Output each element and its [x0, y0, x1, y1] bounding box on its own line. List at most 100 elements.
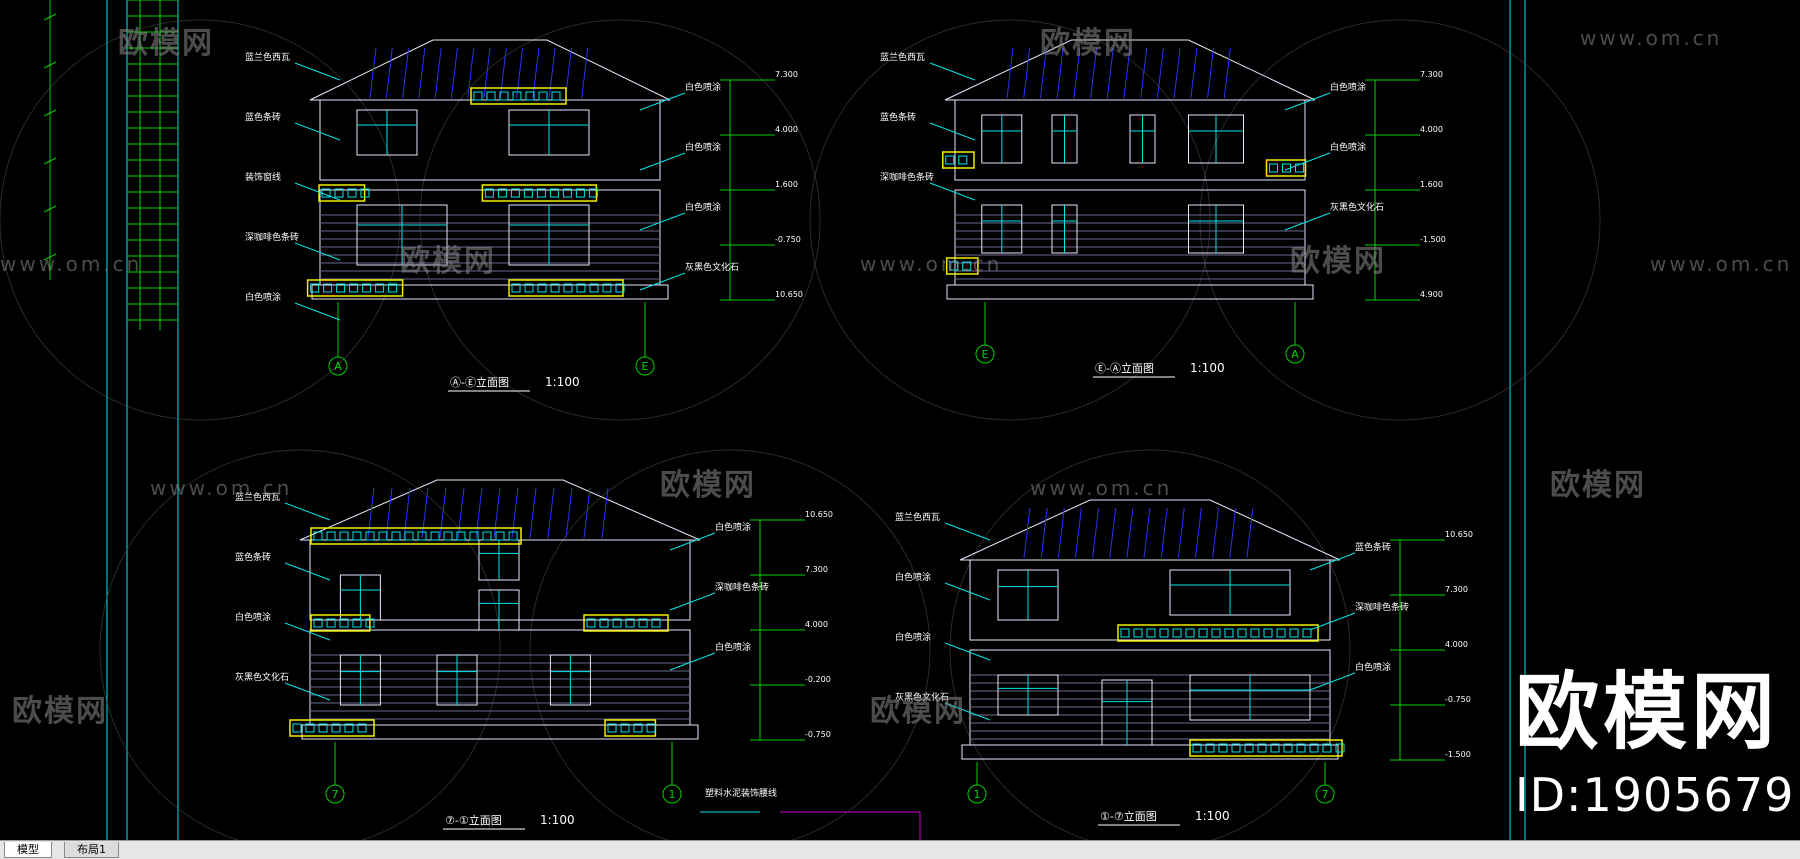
material-annotation: 灰黑色文化石 — [1330, 201, 1384, 213]
balcony-railing — [604, 719, 657, 737]
level-value: 7.300 — [805, 565, 828, 574]
material-annotation: 白色喷涂 — [685, 141, 721, 153]
railing-baluster — [352, 618, 362, 628]
material-annotation: 蓝色条砖 — [245, 111, 281, 123]
railing-baluster — [404, 531, 414, 541]
railing-baluster — [1133, 628, 1143, 638]
material-annotation: 白色喷涂 — [685, 81, 721, 93]
dimension-tick — [43, 205, 57, 213]
railing-baluster — [962, 261, 972, 271]
roof-tile-line — [529, 487, 537, 539]
leader-line — [929, 122, 976, 141]
material-annotation: 白色喷涂 — [895, 631, 931, 643]
railing-baluster — [586, 618, 596, 628]
material-annotation: 蓝兰色西瓦 — [880, 51, 925, 63]
tab-model[interactable]: 模型 — [4, 842, 52, 858]
leader-line — [944, 582, 991, 601]
railing-baluster — [360, 188, 370, 198]
leader-line — [669, 652, 716, 671]
balcony-railing — [942, 151, 975, 169]
railing-baluster — [1296, 743, 1306, 753]
leader-line — [639, 272, 686, 291]
watermark-arc — [809, 19, 1211, 421]
roof-tile-line — [403, 487, 411, 539]
material-annotation: 蓝色条砖 — [1355, 541, 1391, 553]
balcony-railing — [306, 279, 404, 297]
material-annotation: 蓝兰色西瓦 — [235, 491, 280, 503]
railing-baluster — [510, 188, 520, 198]
railing-baluster — [417, 531, 427, 541]
railing-baluster — [625, 618, 635, 628]
roof-tile-line — [385, 47, 393, 99]
roof-tile-line — [1074, 507, 1082, 559]
upper-floor — [954, 99, 1306, 181]
material-annotation: 蓝色条砖 — [235, 551, 271, 563]
roof-tile-line — [1143, 507, 1151, 559]
leader-line — [294, 62, 341, 81]
railing-baluster — [549, 188, 559, 198]
railing-baluster — [550, 283, 560, 293]
roof-tile-line — [581, 47, 589, 99]
railing-baluster — [599, 618, 609, 628]
axis-label: A — [334, 360, 342, 373]
balcony-railing — [1189, 739, 1343, 757]
leader-line — [294, 122, 341, 141]
elevation-house — [959, 499, 1345, 760]
elevation-house — [289, 479, 701, 740]
railing-baluster — [1283, 743, 1293, 753]
material-annotation: 白色喷涂 — [685, 201, 721, 213]
roof-tile-line — [516, 47, 524, 99]
railing-baluster — [1205, 743, 1215, 753]
leader-line — [1309, 552, 1356, 571]
material-annotation: 白色喷涂 — [235, 611, 271, 623]
railing-baluster — [538, 91, 548, 101]
level-value: 4.000 — [1445, 640, 1468, 649]
level-value: 10.650 — [805, 510, 833, 519]
leader-line — [929, 182, 976, 201]
elevation-house — [306, 39, 671, 300]
leader-line — [639, 212, 686, 231]
railing-baluster — [949, 261, 959, 271]
railing-baluster — [323, 283, 333, 293]
level-value: 7.300 — [1445, 585, 1468, 594]
material-annotation: 白色喷涂 — [1355, 661, 1391, 673]
level-value: -0.750 — [805, 730, 831, 739]
roof-tile-line — [367, 487, 375, 539]
railing-baluster — [1257, 743, 1267, 753]
railing-baluster — [508, 531, 518, 541]
axis-bubble — [975, 344, 995, 364]
railing-baluster — [482, 531, 492, 541]
axis-label: 7 — [332, 788, 339, 801]
material-annotation: 灰黑色文化石 — [895, 691, 949, 703]
railing-baluster — [443, 531, 453, 541]
railing-baluster — [1198, 628, 1208, 638]
railing-baluster — [473, 91, 483, 101]
material-annotation: 蓝色条砖 — [880, 111, 916, 123]
railing-baluster — [326, 531, 336, 541]
balcony-railing — [481, 184, 598, 202]
roof-tile-line — [547, 487, 555, 539]
tab-layout1[interactable]: 布局1 — [64, 842, 119, 858]
railing-baluster — [633, 723, 643, 733]
elevation-house — [942, 39, 1316, 300]
railing-baluster — [362, 283, 372, 293]
roof-tile-line — [493, 487, 501, 539]
railing-baluster — [1218, 743, 1228, 753]
roof-tile-line — [1156, 47, 1164, 99]
railing-baluster — [1237, 628, 1247, 638]
railing-baluster — [651, 618, 661, 628]
railing-baluster — [1146, 628, 1156, 638]
roof-tile-line — [483, 47, 491, 99]
railing-baluster — [1263, 628, 1273, 638]
dimension-tick — [43, 157, 57, 165]
balcony-railing — [1265, 159, 1307, 177]
axis-bubble — [662, 784, 682, 804]
elevation-scale: 1:100 — [1190, 361, 1225, 375]
elevation-title: ⑦-①立面图 — [445, 813, 502, 827]
balcony-railing — [945, 257, 979, 275]
balcony-railing — [508, 279, 624, 297]
railing-baluster — [484, 188, 494, 198]
leader-line — [1309, 672, 1356, 691]
